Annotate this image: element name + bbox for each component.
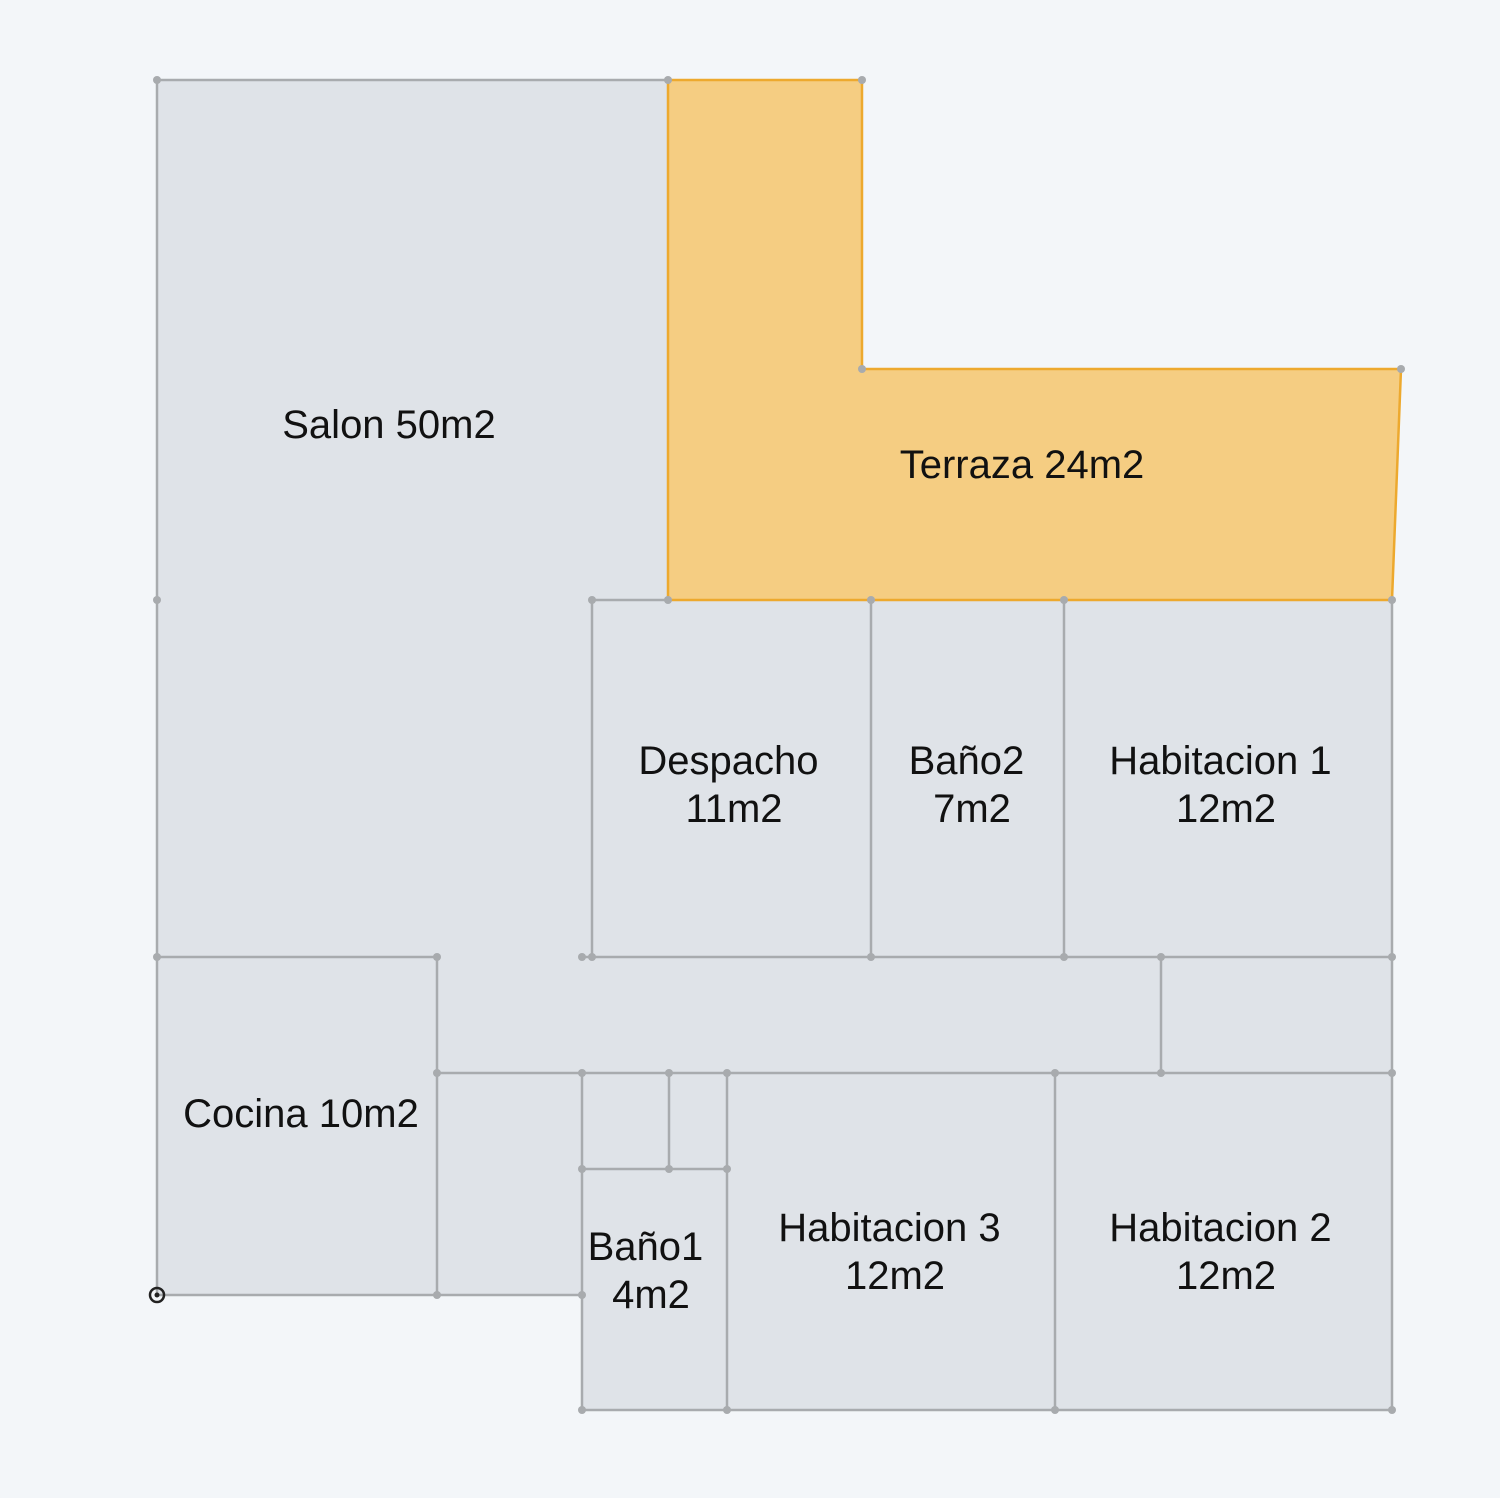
wall-node[interactable] bbox=[858, 365, 866, 373]
room-terraza-shape[interactable] bbox=[668, 80, 1401, 600]
room-label-cocina[interactable]: Cocina 10m2 bbox=[183, 1092, 419, 1136]
room-label-habitacion-1[interactable]: Habitacion 1 12m2 bbox=[1109, 739, 1343, 831]
building-footprint bbox=[157, 80, 1392, 1410]
wall-node[interactable] bbox=[578, 1406, 586, 1414]
wall-node[interactable] bbox=[1388, 953, 1396, 961]
wall-node[interactable] bbox=[588, 953, 596, 961]
wall-node[interactable] bbox=[1157, 953, 1165, 961]
room-label-bano1[interactable]: Baño1 4m2 bbox=[588, 1225, 715, 1317]
wall-node[interactable] bbox=[1051, 1406, 1059, 1414]
wall-node[interactable] bbox=[858, 76, 866, 84]
wall-node[interactable] bbox=[153, 953, 161, 961]
wall-node[interactable] bbox=[1060, 596, 1068, 604]
wall-node[interactable] bbox=[1388, 1406, 1396, 1414]
walls bbox=[155, 78, 1394, 1412]
wall-node[interactable] bbox=[1051, 1069, 1059, 1077]
wall-node[interactable] bbox=[867, 596, 875, 604]
wall-node[interactable] bbox=[578, 1291, 586, 1299]
wall-node[interactable] bbox=[433, 1291, 441, 1299]
wall-node[interactable] bbox=[1157, 1069, 1165, 1077]
wall-node[interactable] bbox=[723, 1165, 731, 1173]
room-label-bano2[interactable]: Baño2 7m2 bbox=[909, 739, 1036, 831]
wall-node[interactable] bbox=[665, 1165, 673, 1173]
wall-node[interactable] bbox=[153, 596, 161, 604]
wall-node[interactable] bbox=[664, 596, 672, 604]
wall-node[interactable] bbox=[723, 1406, 731, 1414]
wall-node[interactable] bbox=[153, 76, 161, 84]
room-bedroom-block[interactable] bbox=[592, 600, 1392, 957]
wall-node[interactable] bbox=[588, 596, 596, 604]
origin-marker-icon[interactable] bbox=[148, 1286, 166, 1304]
wall-node[interactable] bbox=[723, 1069, 731, 1077]
wall-node[interactable] bbox=[1397, 365, 1405, 373]
room-label-salon[interactable]: Salon 50m2 bbox=[282, 403, 495, 447]
wall-node[interactable] bbox=[578, 1069, 586, 1077]
room-label-terraza[interactable]: Terraza 24m2 bbox=[900, 443, 1145, 487]
wall-node[interactable] bbox=[665, 1069, 673, 1077]
room-labels: Salon 50m2 Terraza 24m2 Despacho 11m2 Ba… bbox=[183, 403, 1343, 1317]
wall-node[interactable] bbox=[433, 1069, 441, 1077]
wall-node[interactable] bbox=[1388, 596, 1396, 604]
wall-node[interactable] bbox=[578, 953, 586, 961]
room-label-despacho[interactable]: Despacho 11m2 bbox=[638, 739, 829, 831]
wall-node[interactable] bbox=[1060, 953, 1068, 961]
wall-node[interactable] bbox=[664, 76, 672, 84]
wall-node[interactable] bbox=[578, 1165, 586, 1173]
room-label-habitacion-3[interactable]: Habitacion 3 12m2 bbox=[778, 1206, 1012, 1298]
wall-node[interactable] bbox=[433, 953, 441, 961]
wall-nodes bbox=[153, 76, 1405, 1414]
wall-node[interactable] bbox=[1388, 1069, 1396, 1077]
room-label-habitacion-2[interactable]: Habitacion 2 12m2 bbox=[1109, 1206, 1343, 1298]
wall-node[interactable] bbox=[867, 953, 875, 961]
